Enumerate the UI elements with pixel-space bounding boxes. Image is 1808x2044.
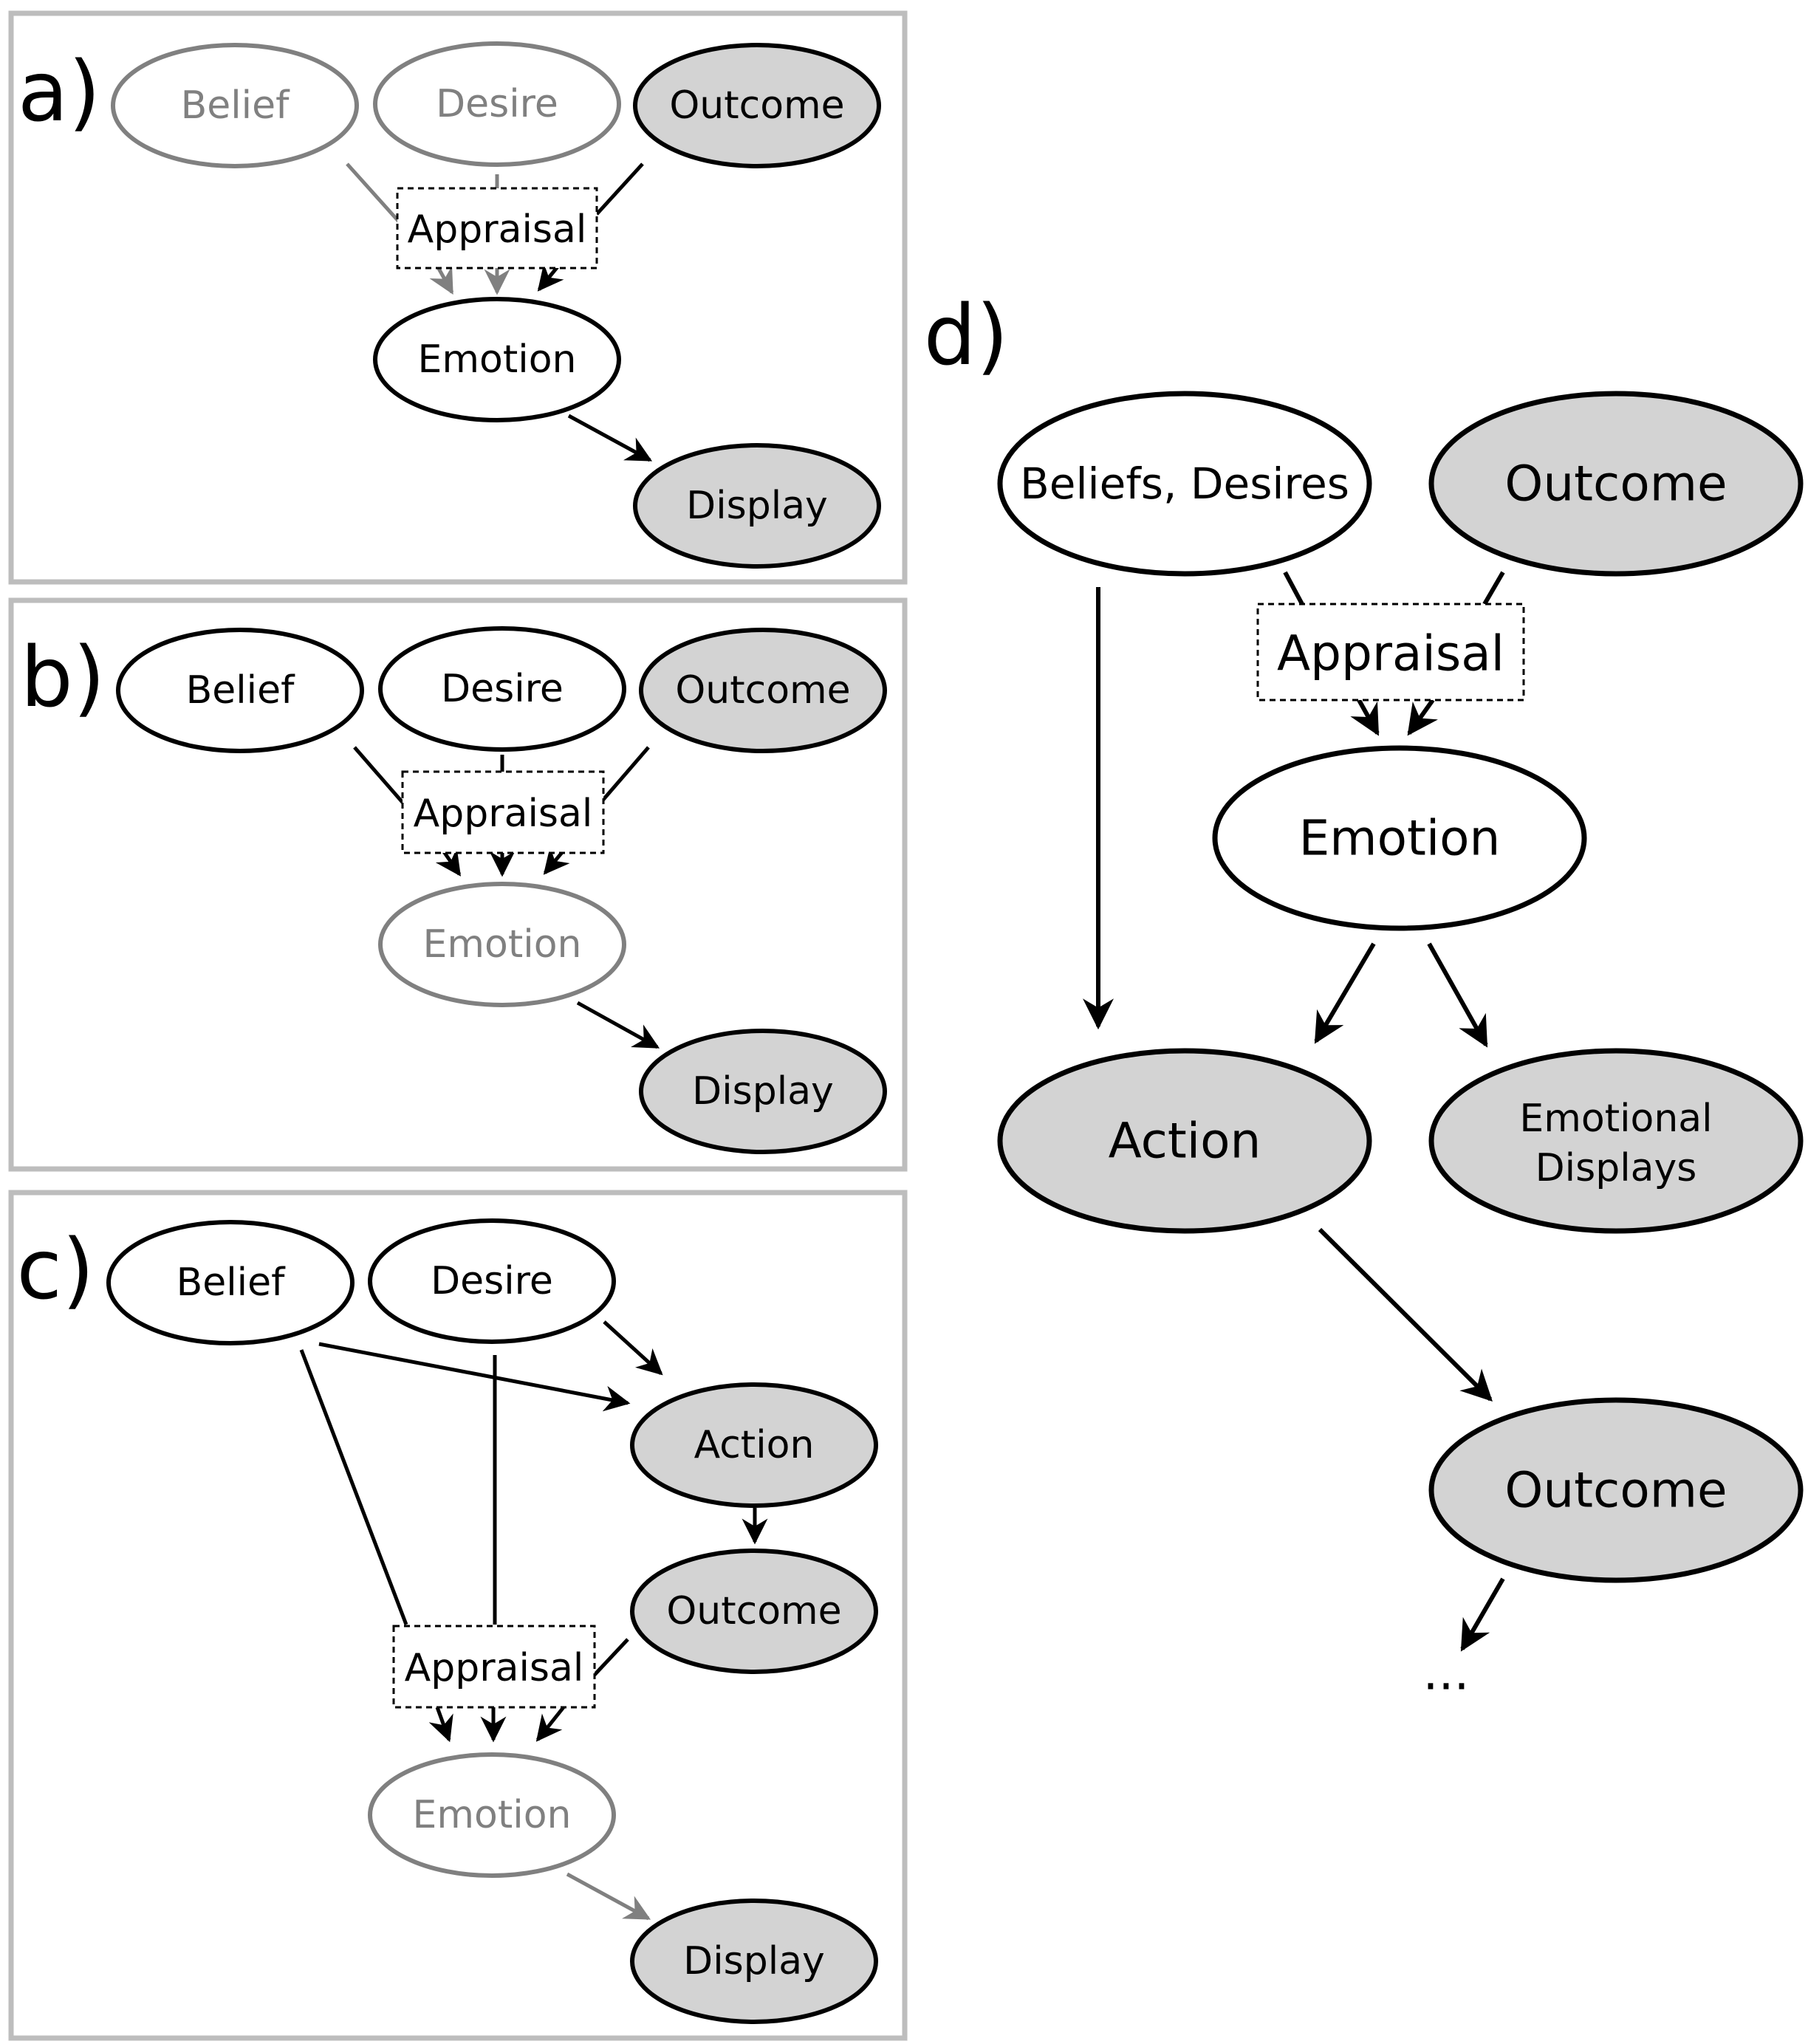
node-outcome: Outcome [633,43,881,168]
svg-text:Action: Action [1109,1113,1261,1170]
svg-text:Emotional: Emotional [1519,1097,1712,1141]
panel-d: d) Beliefs, Desires Outcome Appraisal Em… [924,288,1804,1701]
arrow-appraisal-to-emotion-right [535,1706,565,1742]
arrow-emotion-to-display [567,414,653,462]
svg-text:Belief: Belief [181,83,291,128]
svg-text:Belief: Belief [186,668,296,713]
arrow-outcome-to-ellipsis [1460,1577,1505,1652]
arrow-action-to-outcome [1318,1227,1493,1402]
arrow-desire-to-action [603,1320,663,1376]
edge-belief-to-appraisal [346,162,400,223]
panel-c-frame [8,1190,908,2041]
node-emotion: Emotion [368,1752,616,1878]
arrow-emotion-to-displays [1427,942,1488,1048]
svg-text:Emotion: Emotion [1299,810,1501,867]
panel-b-frame [8,597,908,1172]
svg-text:Emotion: Emotion [423,922,582,967]
panel-c-label: c) [16,1222,94,1318]
edge-outcome-to-appraisal [595,162,644,216]
arrow-appraisal-to-emotion-left [428,1707,453,1743]
arrow-appraisal-to-emotion-right [537,263,564,292]
node-desire: Desire [368,1218,616,1344]
node-beliefs-desires: Beliefs, Desires [997,391,1372,577]
node-desire: Desire [373,41,621,167]
arrow-emotion-to-action [1314,942,1376,1044]
svg-text:Appraisal: Appraisal [408,208,587,252]
appraisal-box: Appraisal [396,187,598,270]
svg-text:Outcome: Outcome [1504,456,1727,512]
node-outcome: Outcome [639,628,887,753]
panel-a: a) Belief Desire Outcome Appraisal Emoti… [8,10,908,585]
panel-a-frame [8,10,908,585]
appraisal-box: Appraisal [392,1625,596,1709]
node-action: Action [997,1048,1372,1234]
edge-outcome-to-appraisal [593,1638,629,1676]
node-outcome: Outcome [630,1549,878,1674]
node-emotion: Emotion [1212,745,1587,931]
svg-text:Appraisal: Appraisal [1277,625,1504,682]
svg-text:Desire: Desire [431,1259,553,1303]
node-display: Display [630,1899,878,2024]
appraisal-box: Appraisal [1256,603,1525,702]
arrow-emotion-to-display [566,1872,651,1921]
svg-text:Display: Display [683,1939,825,1983]
edge-outcome-to-appraisal [1482,571,1505,606]
svg-text:Belief: Belief [177,1261,287,1305]
node-belief: Belief [111,43,359,168]
node-belief: Belief [116,628,364,753]
svg-text:Appraisal: Appraisal [414,792,593,836]
panel-a-label: a) [18,44,100,140]
node-desire: Desire [378,626,626,752]
svg-text:Beliefs, Desires: Beliefs, Desires [1020,459,1349,509]
arrow-appraisal-to-emotion-left [429,264,454,295]
edge-belief-to-appraisal [299,1349,408,1625]
svg-text:Outcome: Outcome [675,668,850,713]
panel-d-label: d) [924,288,1009,384]
arrow-appraisal-to-emotion-left [1350,699,1380,736]
svg-text:Display: Display [686,484,828,528]
node-display: Display [639,1029,887,1154]
arrow-appraisal-to-emotion-right [1407,699,1439,736]
svg-text:Displays: Displays [1535,1146,1697,1190]
ellipsis-continuation: ... [1423,1645,1470,1701]
node-action: Action [630,1382,878,1508]
panel-c: c) Belief Desire Action Outcome [8,1190,908,2041]
node-belief: Belief [106,1220,355,1345]
panel-b-label: b) [21,630,106,726]
svg-text:Emotion: Emotion [418,337,577,382]
svg-text:Emotion: Emotion [413,1793,572,1837]
node-outcome-bottom: Outcome [1428,1397,1804,1583]
edge-belief-to-appraisal [353,746,406,806]
arrow-appraisal-to-emotion-right [543,846,570,875]
svg-text:Outcome: Outcome [666,1589,841,1633]
svg-text:Desire: Desire [436,82,558,126]
node-outcome-top: Outcome [1428,391,1804,577]
svg-text:Appraisal: Appraisal [405,1646,584,1690]
edge-beliefs-desires-to-appraisal [1283,571,1304,606]
node-emotional-displays: Emotional Displays [1428,1048,1804,1234]
appraisal-box: Appraisal [401,770,605,854]
svg-text:Outcome: Outcome [1504,1462,1727,1519]
node-emotion: Emotion [373,297,621,422]
panel-b: b) Belief Desire Outcome Appraisal Emoti… [8,597,908,1172]
arrow-appraisal-to-emotion-left [435,848,462,877]
svg-text:Outcome: Outcome [669,83,844,128]
svg-text:Display: Display [692,1069,834,1114]
arrow-belief-to-action [318,1342,631,1412]
edge-outcome-to-appraisal [600,746,650,803]
node-display: Display [633,443,881,569]
svg-text:Action: Action [694,1423,815,1467]
svg-text:Desire: Desire [441,667,564,711]
arrow-emotion-to-display [576,1001,660,1049]
node-emotion: Emotion [378,882,626,1007]
